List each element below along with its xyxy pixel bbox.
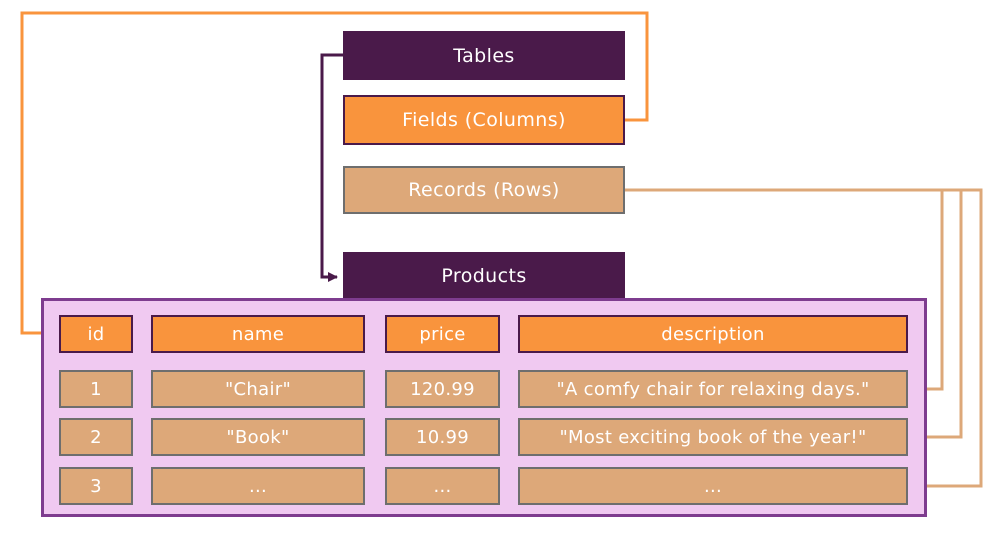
records-rows-concept-box: Records (Rows)	[343, 166, 625, 214]
cell-row1-description: "A comfy chair for relaxing days."	[518, 370, 908, 408]
header-cell-name: name	[151, 315, 365, 353]
header-cell-price: price	[385, 315, 500, 353]
cell-row1-name: "Chair"	[151, 370, 365, 408]
tables-label: Tables	[453, 44, 515, 67]
header-cell-description: description	[518, 315, 908, 353]
table-row: 1 "Chair" 120.99 "A comfy chair for rela…	[59, 370, 908, 408]
table-row: 2 "Book" 10.99 "Most exciting book of th…	[59, 418, 908, 456]
cell-row3-name: ...	[151, 467, 365, 505]
header-cell-id: id	[59, 315, 133, 353]
tables-concept-box: Tables	[343, 31, 625, 80]
products-table-title-box: Products	[343, 252, 625, 300]
products-label: Products	[441, 265, 527, 287]
cell-row1-id: 1	[59, 370, 133, 408]
cell-row2-id: 2	[59, 418, 133, 456]
cell-row3-id: 3	[59, 467, 133, 505]
cell-row1-price: 120.99	[385, 370, 500, 408]
table-header-row: id name price description	[59, 315, 908, 353]
cell-row3-price: ...	[385, 467, 500, 505]
cell-row2-description: "Most exciting book of the year!"	[518, 418, 908, 456]
fields-label: Fields (Columns)	[402, 109, 566, 131]
cell-row2-name: "Book"	[151, 418, 365, 456]
cell-row3-description: ...	[518, 467, 908, 505]
products-table: id name price description 1 "Chair" 120.…	[41, 298, 927, 517]
records-label: Records (Rows)	[408, 179, 560, 201]
fields-columns-concept-box: Fields (Columns)	[343, 95, 625, 145]
connector-tables-to-products	[320, 53, 343, 282]
cell-row2-price: 10.99	[385, 418, 500, 456]
table-row: 3 ... ... ...	[59, 467, 908, 505]
